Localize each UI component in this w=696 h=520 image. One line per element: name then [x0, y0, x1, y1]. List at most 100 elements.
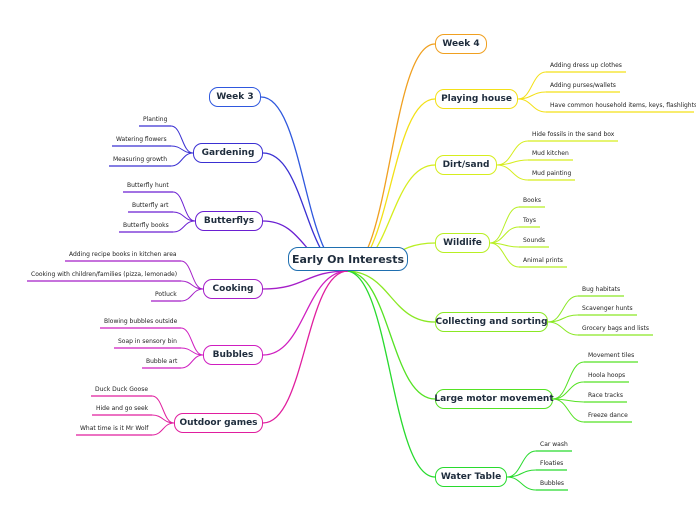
connector-subtopic: [151, 414, 175, 424]
subtopic-butterfly-books[interactable]: Butterfly books: [123, 222, 169, 229]
subtopic-blowing-bubbles-outside[interactable]: Blowing bubbles outside: [104, 318, 178, 325]
connector-large-motor-movement: [345, 270, 436, 400]
branch-large-motor-movement[interactable]: Large motor movement: [434, 389, 554, 409]
subtopic-adding-dress-up-clothes[interactable]: Adding dress up clothes: [550, 62, 622, 69]
branch-label: Dirt/sand: [442, 160, 490, 170]
subtopic-bubble-art[interactable]: Bubble art: [146, 358, 178, 365]
subtopic-freeze-dance[interactable]: Freeze dance: [588, 412, 628, 419]
subtopic-animal-prints[interactable]: Animal prints: [523, 257, 563, 264]
connector-subtopic: [489, 206, 520, 244]
subtopic-car-wash[interactable]: Car wash: [540, 441, 568, 448]
connector-subtopic: [180, 260, 204, 290]
subtopic-race-tracks[interactable]: Race tracks: [588, 392, 624, 399]
branch-label: Cooking: [212, 284, 254, 294]
branch-label: Gardening: [201, 148, 255, 158]
connector-subtopic: [552, 381, 585, 400]
subtopic-adding-purses-wallets[interactable]: Adding purses/wallets: [550, 82, 616, 89]
connector-subtopic: [547, 295, 579, 323]
subtopic-floaties[interactable]: Floaties: [540, 460, 564, 467]
connector-subtopic: [517, 71, 547, 100]
subtopic-planting[interactable]: Planting: [143, 116, 168, 123]
connector-subtopic: [547, 321, 579, 336]
connector-subtopic: [489, 226, 520, 244]
branch-label: Bubbles: [212, 350, 254, 360]
subtopic-measuring-growth[interactable]: Measuring growth: [113, 156, 168, 163]
subtopic-hoola-hoops[interactable]: Hoola hoops: [588, 372, 626, 379]
subtopic-books[interactable]: Books: [523, 197, 542, 204]
branch-bubbles[interactable]: Bubbles: [203, 345, 263, 365]
connector-subtopic: [496, 164, 529, 181]
connector-subtopic: [172, 211, 196, 222]
branch-week-3[interactable]: Week 3: [209, 87, 261, 107]
branch-label: Week 4: [442, 39, 480, 49]
connector-subtopic: [506, 476, 537, 491]
connector-subtopic: [489, 242, 520, 268]
subtopic-butterfly-art[interactable]: Butterfly art: [132, 202, 169, 209]
subtopic-watering-flowers[interactable]: Watering flowers: [116, 136, 167, 143]
connector-outdoor-games: [262, 270, 349, 424]
connector-subtopic: [170, 125, 194, 154]
connector-cooking: [262, 270, 349, 290]
subtopic-hide-and-go-seek[interactable]: Hide and go seek: [96, 405, 149, 412]
connector-subtopic: [180, 280, 204, 290]
connector-subtopic: [180, 288, 204, 302]
branch-week-4[interactable]: Week 4: [435, 34, 487, 54]
branch-label: Playing house: [441, 94, 512, 104]
connector-subtopic: [496, 140, 529, 166]
subtopic-bug-habitats[interactable]: Bug habitats: [582, 286, 621, 293]
subtopic-bubbles[interactable]: Bubbles: [540, 480, 565, 487]
connector-water-table: [345, 270, 436, 478]
connector-subtopic: [517, 98, 547, 113]
connector-bubbles: [262, 270, 349, 356]
branch-label: Collecting and sorting: [435, 317, 548, 327]
branch-wildlife[interactable]: Wildlife: [435, 233, 490, 253]
subtopic-what-time-is-it-mr-wolf[interactable]: What time is it Mr Wolf: [80, 425, 149, 432]
branch-water-table[interactable]: Water Table: [435, 467, 507, 487]
branch-collecting-and-sorting[interactable]: Collecting and sorting: [435, 312, 548, 332]
branch-label: Week 3: [216, 92, 254, 102]
branch-playing-house[interactable]: Playing house: [435, 89, 518, 109]
branch-label: Large motor movement: [434, 394, 554, 404]
subtopic-have-common-household-items-keys-flashlights-tv-remote[interactable]: Have common household items, keys, flash…: [550, 102, 696, 109]
subtopic-soap-in-sensory-bin[interactable]: Soap in sensory bin: [118, 338, 177, 345]
subtopic-scavenger-hunts[interactable]: Scavenger hunts: [582, 305, 633, 312]
branch-butterflys[interactable]: Butterflys: [195, 211, 263, 231]
subtopic-sounds[interactable]: Sounds: [523, 237, 546, 244]
central-topic-label: Early On Interests: [291, 252, 405, 266]
subtopic-cooking-with-children-families-pizza-lemonade[interactable]: Cooking with children/families (pizza, l…: [31, 271, 178, 278]
central-topic[interactable]: Early On Interests: [288, 247, 408, 271]
branch-outdoor-games[interactable]: Outdoor games: [174, 413, 263, 433]
subtopic-movement-tiles[interactable]: Movement tiles: [588, 352, 635, 359]
connector-subtopic: [172, 191, 196, 222]
connector-collecting-and-sorting: [345, 270, 436, 323]
subtopic-potluck[interactable]: Potluck: [155, 291, 177, 298]
branch-label: Water Table: [440, 472, 502, 482]
subtopic-duck-duck-goose[interactable]: Duck Duck Goose: [95, 386, 149, 393]
subtopic-hide-fossils-in-the-sand-box[interactable]: Hide fossils in the sand box: [532, 131, 615, 138]
connector-subtopic: [172, 220, 196, 233]
connector-subtopic: [170, 152, 194, 167]
branch-label: Outdoor games: [179, 418, 258, 428]
connector-subtopic: [506, 450, 537, 478]
connector-subtopic: [151, 422, 175, 436]
subtopic-grocery-bags-and-lists[interactable]: Grocery bags and lists: [582, 325, 650, 332]
branch-label: Wildlife: [443, 238, 482, 248]
connector-week-4: [345, 43, 436, 272]
branch-cooking[interactable]: Cooking: [203, 279, 263, 299]
subtopic-mud-kitchen[interactable]: Mud kitchen: [532, 150, 569, 157]
connector-subtopic: [552, 398, 585, 423]
subtopic-toys[interactable]: Toys: [523, 217, 536, 224]
connector-subtopic: [180, 354, 204, 369]
connector-subtopic: [180, 327, 204, 356]
connector-playing-house: [345, 98, 436, 272]
subtopic-butterfly-hunt[interactable]: Butterfly hunt: [127, 182, 169, 189]
connector-subtopic: [151, 395, 175, 424]
subtopic-adding-recipe-books-in-kitchen-area[interactable]: Adding recipe books in kitchen area: [69, 251, 177, 258]
branch-dirt-sand[interactable]: Dirt/sand: [435, 155, 497, 175]
branch-label: Butterflys: [203, 216, 255, 226]
branch-gardening[interactable]: Gardening: [193, 143, 263, 163]
subtopic-mud-painting[interactable]: Mud painting: [532, 170, 572, 177]
connector-subtopic: [552, 361, 585, 400]
